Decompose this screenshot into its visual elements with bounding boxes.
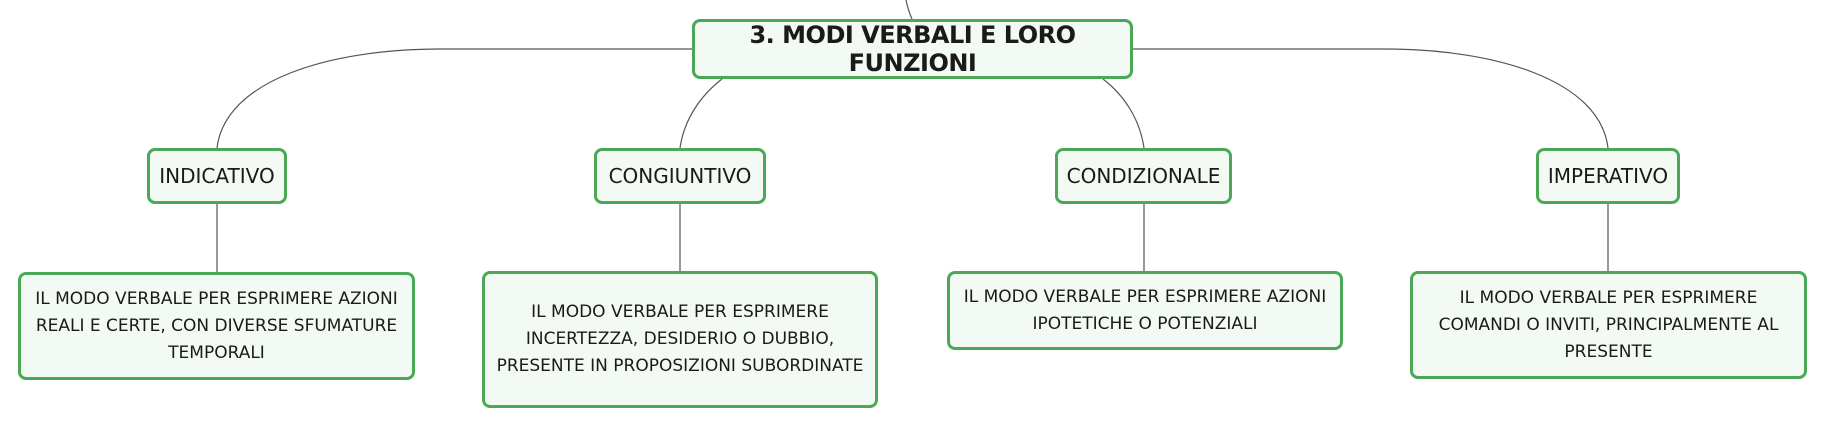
parent-connector <box>905 0 913 20</box>
connector-root-imperativo <box>1133 48 1609 149</box>
connector-root-condizionale <box>1102 78 1145 149</box>
root-node[interactable]: 3. MODI VERBALI E LORO FUNZIONI <box>692 19 1133 79</box>
node-congiuntivo[interactable]: CONGIUNTIVO <box>594 148 766 204</box>
description-condizionale[interactable]: IL MODO VERBALE PER ESPRIMERE AZIONI IPO… <box>947 271 1343 350</box>
description-text: IL MODO VERBALE PER ESPRIMERE AZIONI REA… <box>35 288 398 363</box>
node-label: CONDIZIONALE <box>1066 164 1221 188</box>
description-text: IL MODO VERBALE PER ESPRIMERE AZIONI IPO… <box>963 286 1327 334</box>
node-imperativo[interactable]: IMPERATIVO <box>1536 148 1680 204</box>
node-label: CONGIUNTIVO <box>608 164 752 188</box>
node-condizionale[interactable]: CONDIZIONALE <box>1055 148 1232 204</box>
description-text: IL MODO VERBALE PER ESPRIMERE INCERTEZZA… <box>496 302 864 376</box>
node-label: IMPERATIVO <box>1547 164 1669 188</box>
description-imperativo[interactable]: IL MODO VERBALE PER ESPRIMERE COMANDI O … <box>1410 271 1807 379</box>
description-text: IL MODO VERBALE PER ESPRIMERE COMANDI O … <box>1438 287 1779 362</box>
root-label: 3. MODI VERBALI E LORO FUNZIONI <box>749 21 1076 77</box>
description-indicativo[interactable]: IL MODO VERBALE PER ESPRIMERE AZIONI REA… <box>18 272 415 380</box>
node-label: INDICATIVO <box>159 164 275 188</box>
connector-root-congiuntivo <box>679 78 723 149</box>
description-congiuntivo[interactable]: IL MODO VERBALE PER ESPRIMERE INCERTEZZA… <box>482 271 878 408</box>
connector-root-indicativo <box>216 48 692 149</box>
node-indicativo[interactable]: INDICATIVO <box>147 148 287 204</box>
